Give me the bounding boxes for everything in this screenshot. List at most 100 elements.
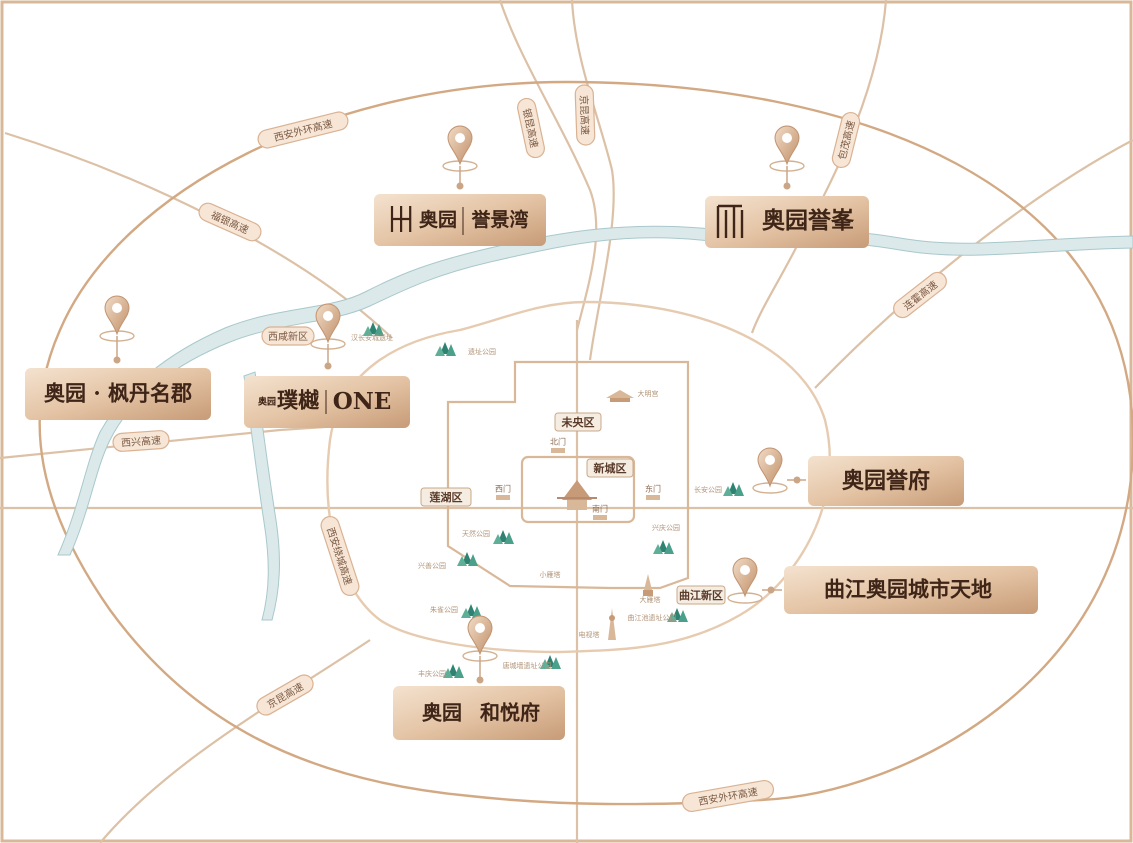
card-yufeng[interactable]	[705, 196, 869, 248]
yinkun-label: 银昆高速	[517, 97, 545, 159]
park-tree-icon	[723, 482, 744, 496]
jingkun-label-text: 京昆高速	[577, 95, 591, 135]
yufu-name: 奥园誉府	[842, 468, 930, 494]
han-city-site-label: 汉长安城遗址	[351, 333, 393, 342]
xixian-label: 西咸新区	[261, 326, 315, 346]
project-heyue[interactable]: 奥园和悦府	[393, 615, 565, 740]
project-yufu[interactable]: 奥园誉府	[752, 447, 964, 506]
pin-yufu-icon[interactable]	[752, 447, 788, 494]
fuyin-label: 福银高速	[198, 202, 262, 242]
pin-heyue-icon[interactable]	[462, 615, 498, 662]
yinkun-expressway	[498, 0, 598, 331]
lianhuo-expressway	[814, 139, 1133, 389]
pin-yujingwan-icon[interactable]	[442, 125, 478, 172]
outer-ring-expressway	[38, 80, 1133, 806]
ring-road-label-bottom: 西安外环高速	[681, 779, 775, 813]
fenghe-river	[243, 371, 280, 621]
district-weiyang-label: 未央区	[561, 415, 595, 429]
park-tree-icon	[443, 664, 464, 678]
project-yujingwan[interactable]: 奥园誉景湾	[374, 125, 546, 246]
project-qujiang[interactable]: 曲江奥园城市天地	[727, 557, 1038, 614]
landmark-labels: 大明宫天然公园兴庆公园兴善公园大雁塔朱雀公园电视塔小雁塔遗址公园曲江池遗址公园丰…	[351, 333, 722, 678]
tang-wall-park-label: 唐城墙遗址公园	[503, 661, 552, 670]
card-yujingwan[interactable]	[374, 194, 546, 246]
inner-ring-road	[326, 300, 831, 654]
highway-labels: 西安外环高速西安外环高速福银高速银昆高速京昆高速包茂高速连霍高速西咸新区西兴高速…	[112, 84, 947, 813]
gate-south-label: 南门	[592, 504, 608, 514]
district-xincheng-label: 新城区	[594, 461, 627, 475]
gate-north-icon	[551, 448, 565, 453]
pulan-suffix: ONE	[333, 388, 392, 415]
daming-palace-icon	[606, 390, 634, 402]
yujingwan-logo-icon	[390, 206, 412, 232]
park-icons	[363, 322, 744, 678]
xiaoyan-label: 小雁塔	[540, 570, 561, 579]
gate-west-label: 西门	[495, 484, 511, 494]
gate-west-icon	[496, 495, 510, 500]
district-xincheng-tag	[586, 458, 634, 478]
card-pulan[interactable]	[244, 376, 410, 428]
baomao-label: 包茂高速	[831, 111, 861, 169]
bell-tower-icon	[557, 480, 597, 510]
gate-north-label: 北门	[550, 437, 566, 447]
pin-yufeng-icon[interactable]	[769, 125, 805, 172]
heyue-name: 和悦府	[480, 701, 540, 725]
project-fengdan[interactable]: 奥园 · 枫丹名郡	[25, 295, 211, 420]
card-fengdan[interactable]	[25, 368, 211, 420]
baomao-expressway	[750, 0, 888, 334]
pulan-name: 璞樾	[277, 388, 320, 413]
tv-tower-label: 电视塔	[579, 630, 600, 639]
park-tree-icon	[435, 342, 456, 356]
dayan-pagoda-label: 大雁塔	[640, 595, 661, 604]
pin-fengdan-icon[interactable]	[99, 295, 135, 342]
district-qujiang-tag	[676, 585, 726, 605]
yufeng-name: 奥园誉峯	[762, 207, 855, 234]
qujiang-name: 曲江奥园城市天地	[824, 577, 992, 602]
heyue-brand: 奥园	[422, 701, 462, 725]
park-tree-icon	[653, 540, 674, 554]
jingkun-label: 京昆高速	[574, 84, 596, 146]
palace-site-label: 遗址公园	[468, 347, 496, 356]
district-weiyang-tag	[554, 412, 602, 432]
tianhe-park-label: 天然公园	[462, 529, 490, 538]
district-lianhu-label: 莲湖区	[430, 490, 463, 504]
xixing-label: 西兴高速	[112, 430, 170, 452]
daming-palace-label: 大明宫	[638, 389, 659, 398]
pulan-brand: 奥园	[257, 396, 276, 408]
jinghu-label: 京昆高速	[256, 674, 314, 716]
second-ring-road	[446, 360, 690, 590]
yufeng-logo-icon	[716, 204, 744, 238]
project-pulan[interactable]: 奥园璞樾 ONE	[244, 303, 410, 428]
xian-ring-label: 西安绕城高速	[320, 515, 360, 597]
dayan-pagoda-icon	[643, 574, 653, 596]
xixian-label-text: 西咸新区	[268, 330, 308, 343]
lianhuo-label: 连霍高速	[893, 271, 947, 319]
card-yufu[interactable]	[808, 456, 964, 506]
zhuque-park-label: 朱雀公园	[430, 605, 458, 614]
district-qujiang-label: 曲江新区	[679, 588, 723, 602]
tv-tower-icon	[608, 608, 616, 640]
jinghu-expressway	[99, 639, 371, 843]
card-heyue[interactable]	[393, 686, 565, 740]
gate-east-icon	[646, 495, 660, 500]
ring-road-label-top: 西安外环高速	[257, 111, 349, 149]
qujiang-pool-label: 曲江池遗址公园	[628, 613, 677, 622]
card-qujiang[interactable]	[784, 566, 1038, 614]
city-wall	[520, 455, 636, 524]
park-tree-icon	[493, 530, 514, 544]
project-yufeng[interactable]: 奥园誉峯	[705, 125, 869, 248]
fengdan-name: 奥园 · 枫丹名郡	[44, 381, 192, 406]
yujingwan-name: 誉景湾	[470, 208, 528, 231]
gate-east-label: 东门	[645, 484, 661, 494]
pin-qujiang-icon[interactable]	[727, 557, 763, 604]
xixing-label-text: 西兴高速	[121, 434, 162, 450]
xingqing-park-label: 兴庆公园	[652, 523, 680, 532]
changan-park-label: 长安公园	[694, 485, 722, 494]
yujingwan-brand: 奥园	[419, 208, 457, 231]
fengqing-park-label: 丰庆公园	[418, 669, 446, 678]
